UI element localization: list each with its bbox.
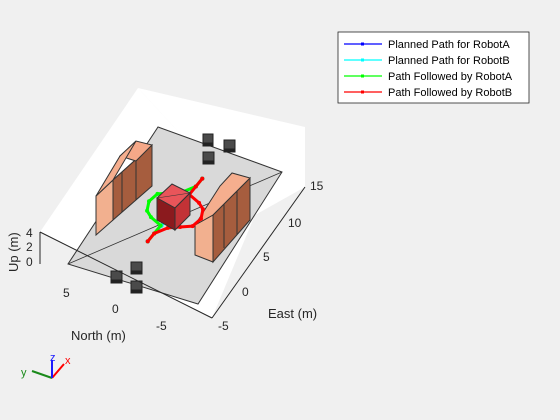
series-point <box>158 223 163 228</box>
legend-swatch-marker <box>361 42 364 46</box>
series-point <box>145 239 150 244</box>
legend-swatch-marker <box>361 90 364 94</box>
axes-triad: x y z <box>21 352 71 379</box>
robot <box>110 270 123 284</box>
legend-swatch-marker <box>361 58 364 62</box>
north-tick-label: -5 <box>156 319 167 333</box>
series-point <box>155 191 160 196</box>
east-axis-label: East (m) <box>268 306 317 321</box>
triad-y-axis <box>31 370 53 379</box>
legend-entry-label: Planned Path for RobotB <box>388 55 510 67</box>
legend-entry-label: Path Followed by RobotB <box>388 87 512 99</box>
up-tick-label: 2 <box>26 240 33 254</box>
series-point <box>193 184 198 189</box>
north-tick-label: 0 <box>112 302 119 316</box>
up-tick-label: 0 <box>26 255 33 269</box>
east-ticks: 15 10 5 0 -5 <box>218 179 324 333</box>
robot <box>130 261 143 275</box>
east-tick-label: 5 <box>263 250 270 264</box>
north-tick-label: 5 <box>63 286 70 300</box>
robots <box>110 133 236 294</box>
up-axis-label: Up (m) <box>6 232 21 272</box>
east-tick-label: -5 <box>218 319 229 333</box>
east-axis-line <box>211 186 306 319</box>
series-point <box>148 215 153 220</box>
up-ticks: 4 2 0 <box>26 226 33 269</box>
series-point <box>200 207 205 212</box>
series-point <box>199 216 203 221</box>
series-point <box>197 200 202 205</box>
shelf-right <box>194 172 251 264</box>
east-tick-label: 0 <box>242 285 249 299</box>
legend-entry-label: Planned Path for RobotA <box>388 39 510 51</box>
series-point <box>190 224 195 229</box>
legend-box <box>337 31 530 104</box>
north-axis-label: North (m) <box>71 328 126 343</box>
series-point <box>152 231 157 236</box>
triad-y-label: y <box>21 367 27 379</box>
series-point <box>147 199 151 204</box>
north-axis-line <box>39 231 213 319</box>
up-tick-label: 4 <box>26 226 33 240</box>
series-point <box>200 176 205 181</box>
triad-x-label: x <box>65 355 71 367</box>
robot <box>223 139 236 153</box>
triad-x-axis <box>51 363 65 379</box>
series-point <box>145 208 150 213</box>
north-ticks: 5 0 -5 <box>63 286 167 333</box>
robot <box>202 151 215 165</box>
robot <box>130 280 143 294</box>
obstacle-cube <box>156 183 191 232</box>
robot <box>202 133 214 147</box>
legend: Planned Path for RobotA Planned Path for … <box>337 31 530 104</box>
shelf-left <box>95 140 153 237</box>
east-tick-label: 15 <box>310 179 324 193</box>
east-tick-label: 10 <box>288 216 302 230</box>
legend-swatch-marker <box>361 74 364 78</box>
legend-entry-label: Path Followed by RobotA <box>388 71 513 83</box>
triad-z-label: z <box>50 352 56 364</box>
